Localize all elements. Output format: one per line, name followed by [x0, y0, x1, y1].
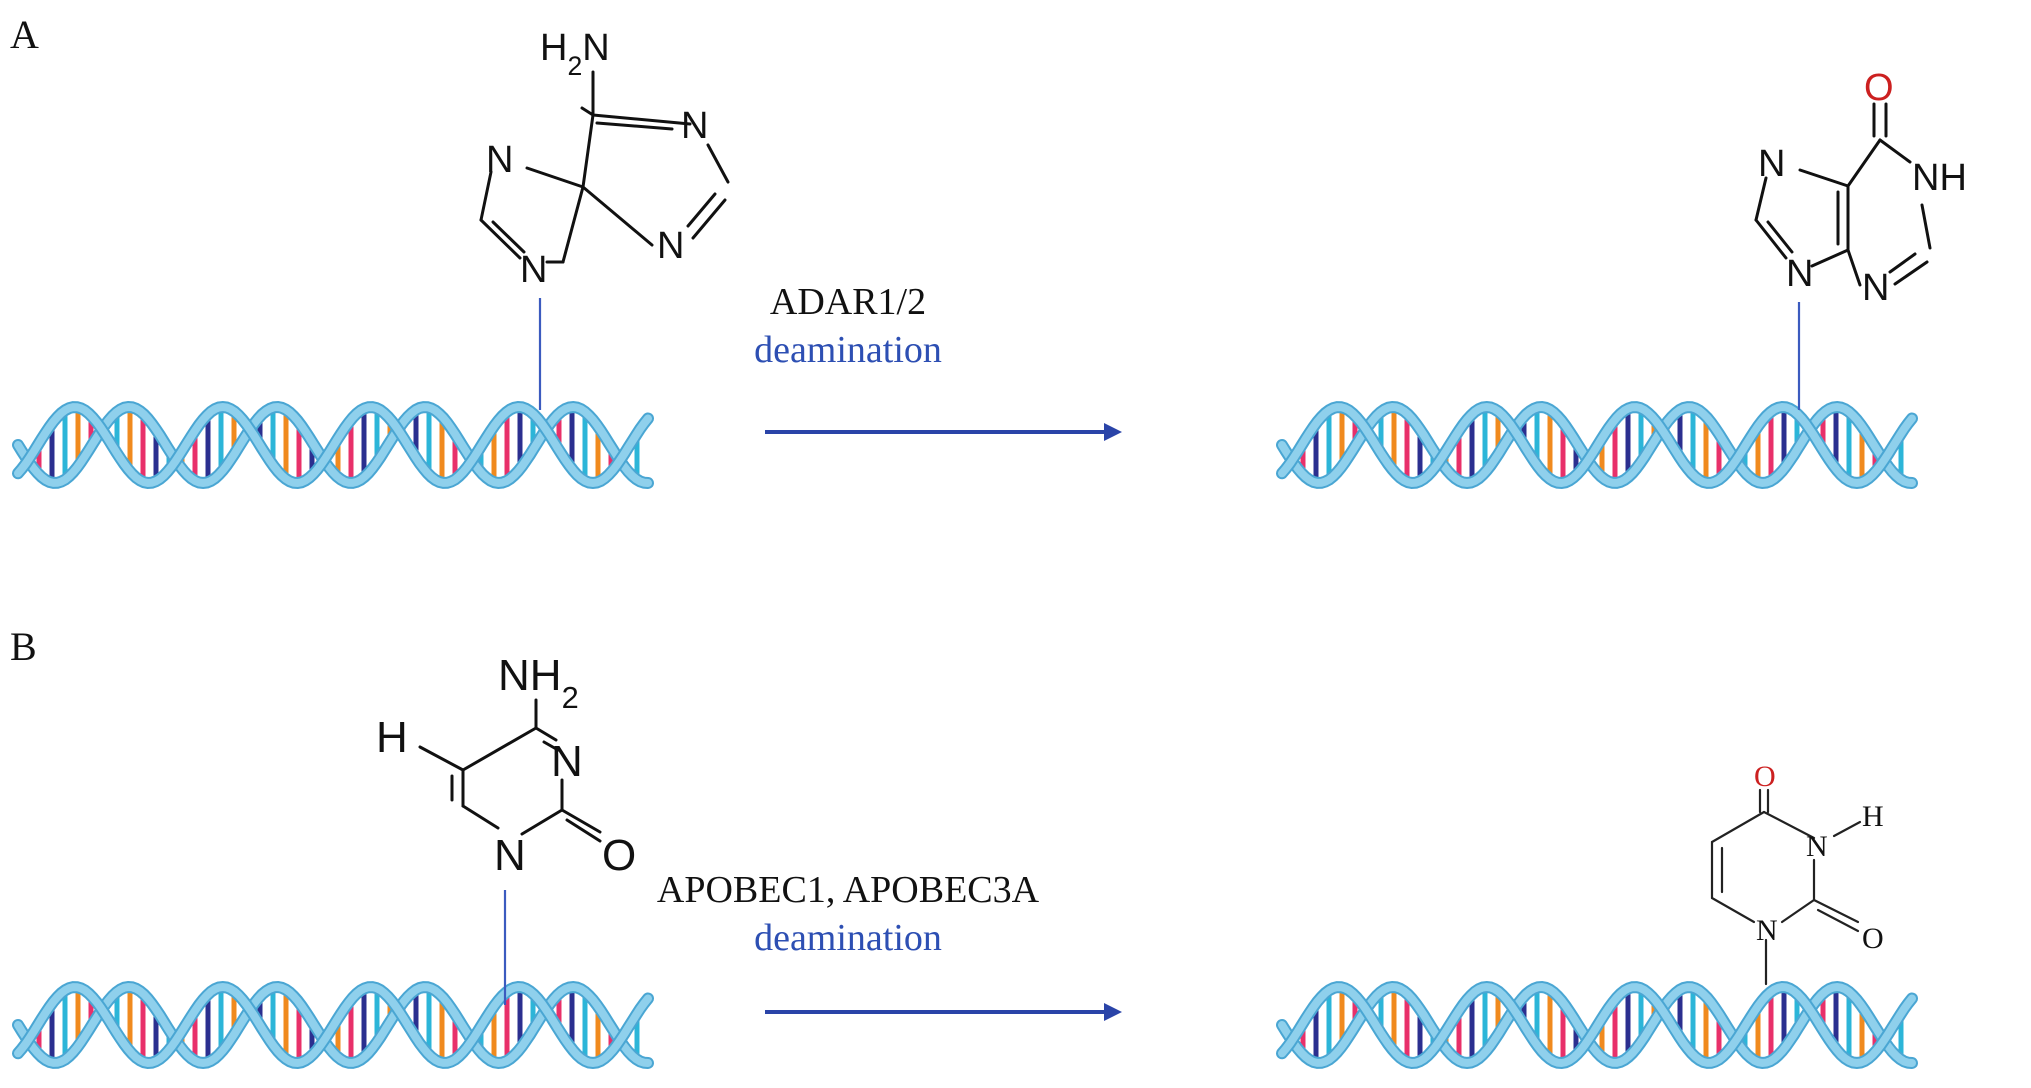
amine-label: H2N [540, 27, 610, 81]
panel-b: B NH2 H N N O APOBEC1, APOBEC3A [10, 624, 1918, 1070]
oxygen-right: O [1862, 922, 1884, 955]
adenine-structure: H2N N N N N [479, 27, 730, 410]
amine-group: NH2 [498, 651, 579, 715]
atom-nh: NH [1912, 157, 1967, 199]
reaction-arrow-b: APOBEC1, APOBEC3A deamination [657, 869, 1122, 1021]
helix-strand [1278, 402, 1916, 488]
atom-n3: N [1862, 267, 1889, 309]
panel-b-label: B [10, 624, 37, 669]
atom-oxygen: O [602, 831, 636, 880]
dna-helix-icon [12, 400, 654, 490]
reaction-arrow-a: ADAR1/2 deamination [754, 281, 1122, 441]
panel-a: A H2N N N [10, 12, 1967, 490]
cytosine-structure: NH2 H N N O [376, 651, 636, 1005]
oxygen-top: O [1754, 760, 1776, 793]
amine-group: H2N [540, 27, 610, 81]
arrow-head-icon [1104, 1003, 1122, 1021]
atom-n1: N [1756, 914, 1778, 947]
atom-n7: N [1758, 143, 1785, 185]
process-label-a: deamination [754, 329, 942, 371]
hypoxanthine-structure: O NH N N N [1754, 67, 1967, 410]
atom-n3: N [657, 225, 684, 267]
dna-helix-icon [12, 980, 654, 1070]
arrow-head-icon [1104, 423, 1122, 441]
atom-n7: N [486, 139, 513, 181]
atom-h: H [1862, 800, 1884, 833]
enzyme-label-a: ADAR1/2 [770, 281, 926, 323]
uracil-structure: O H N N O [1710, 760, 1884, 986]
helix-strand [1278, 982, 1916, 1068]
atom-h: H [376, 713, 408, 762]
atom-n1: N [494, 831, 526, 880]
atom-n3: N [551, 737, 583, 786]
enzyme-label-b: APOBEC1, APOBEC3A [657, 869, 1040, 911]
atom-n9: N [1786, 253, 1813, 295]
atom-n1: N [681, 105, 708, 147]
atom-n3: N [1806, 830, 1828, 863]
panel-a-label: A [10, 12, 39, 57]
oxygen-atom: O [1864, 67, 1894, 109]
helix-strand [14, 402, 652, 488]
process-label-b: deamination [754, 917, 942, 959]
atom-n9: N [520, 249, 547, 291]
helix-strand [14, 982, 652, 1068]
dna-helix-icon [1276, 980, 1918, 1070]
dna-helix-icon [1276, 400, 1918, 490]
